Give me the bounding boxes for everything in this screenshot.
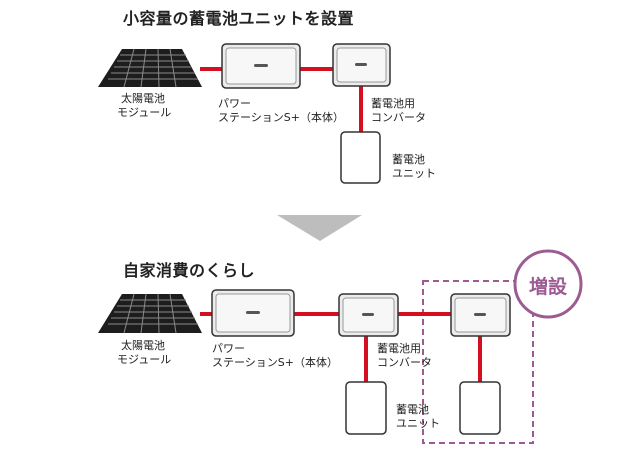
down-arrow <box>277 215 362 241</box>
top-converter-label-line2: コンバータ <box>371 111 426 124</box>
top-battery-converter <box>332 43 391 87</box>
top-converter-label-line1: 蓄電池用 <box>371 97 415 110</box>
top-station-label-line1: パワー <box>218 97 251 110</box>
bottom-solar-label-line1: 太陽電池 <box>121 339 165 352</box>
top-solar-grid <box>108 48 198 88</box>
bottom-solar-grid <box>108 293 198 334</box>
bottom-converter-label-line1: 蓄電池用 <box>377 342 421 355</box>
bottom-converter-label-line2: コンバータ <box>377 356 432 369</box>
added-battery-converter <box>450 293 511 337</box>
expansion-badge-label: 増設 <box>529 276 568 298</box>
top-solar-label-line1: 太陽電池 <box>121 92 165 105</box>
bottom-battery-converter <box>338 293 399 337</box>
top-solar-label-line2: モジュール <box>117 106 172 119</box>
expansion-area <box>422 280 534 444</box>
bottom-station-label-line2: ステーションS+（本体） <box>212 356 338 369</box>
top-battery-label-line2: ユニット <box>392 167 436 180</box>
top-battery-label-line1: 蓄電池 <box>392 153 425 166</box>
added-battery-unit <box>459 381 501 435</box>
bottom-solar-panel <box>98 294 202 333</box>
top-wires <box>200 67 363 132</box>
bottom-battery-label-line1: 蓄電池 <box>396 403 429 416</box>
top-power-station <box>221 43 301 89</box>
bottom-heading: 自家消費のくらし <box>123 261 256 280</box>
bottom-battery-label-line2: ユニット <box>396 417 440 430</box>
bottom-wires <box>200 312 482 382</box>
top-heading: 小容量の蓄電池ユニットを設置 <box>123 9 355 28</box>
top-station-label-line2: ステーションS+（本体） <box>218 111 344 124</box>
bottom-solar-label-line2: モジュール <box>117 353 172 366</box>
bottom-station-label-line1: パワー <box>212 342 245 355</box>
bottom-battery-unit <box>345 381 387 435</box>
top-battery-unit <box>340 131 381 184</box>
expansion-badge-circle <box>513 249 583 319</box>
top-solar-panel <box>98 49 202 87</box>
bottom-power-station <box>211 289 295 337</box>
